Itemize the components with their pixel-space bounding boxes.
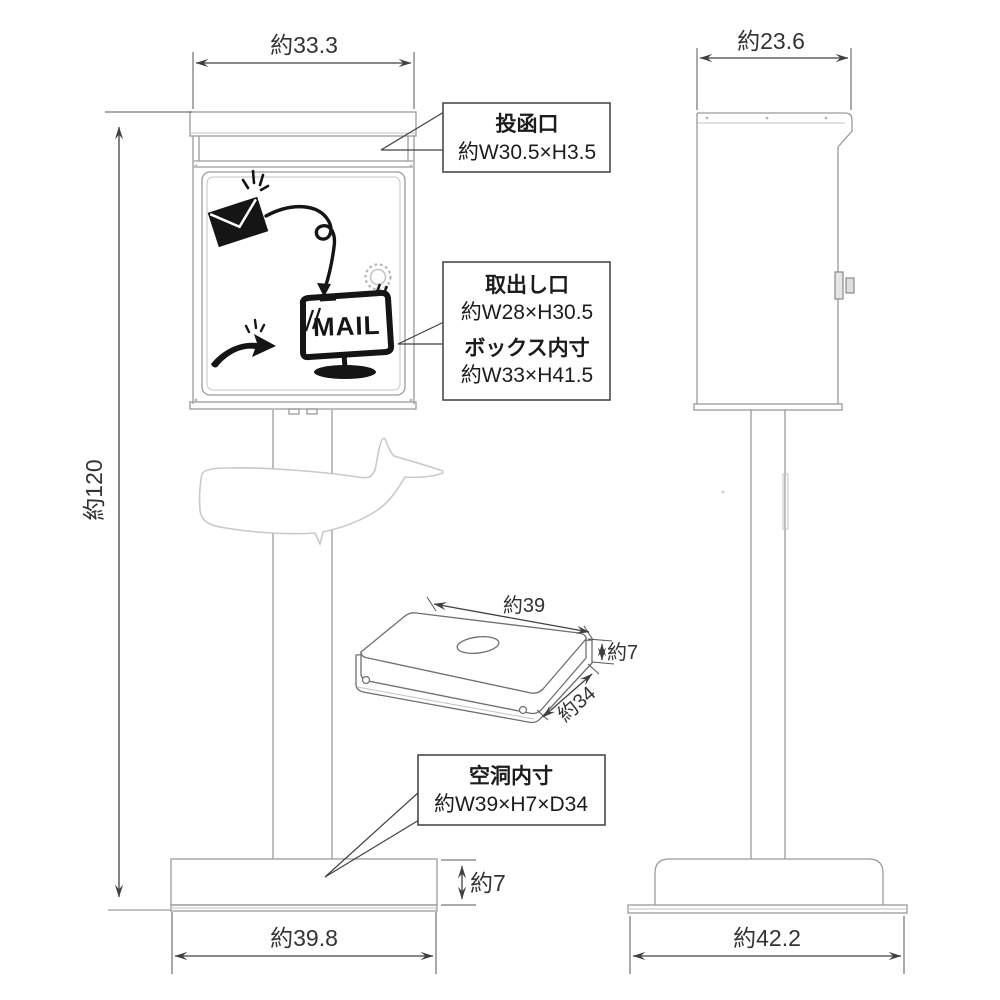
dim-plate-width-label: 約39 <box>503 594 545 617</box>
side-view: 約23.6 約42.2 <box>627 28 908 974</box>
callout-slot-size: 約W30.5×H3.5 <box>458 141 596 164</box>
side-base <box>627 858 908 914</box>
dim-front-height: 約120 <box>81 111 192 898</box>
base-plate-3d <box>355 612 593 724</box>
swoosh-arrow-icon <box>211 318 276 368</box>
whale-icon <box>198 437 444 547</box>
callout-box-inner-size: 約W33×H41.5 <box>461 364 593 387</box>
dial-icon <box>364 263 392 291</box>
side-mailbox <box>693 112 855 411</box>
callout-cavity: 空洞内寸 約W39×H7×D34 <box>324 754 606 878</box>
dim-front-base-width: 約39.8 <box>171 912 437 974</box>
base-plate-3d-view: 約39 約7 約34 <box>355 594 638 727</box>
callout-slot-title: 投函口 <box>496 112 559 136</box>
dim-side-width-label: 約23.6 <box>737 28 805 54</box>
callout-slot: 投函口 約W30.5×H3.5 <box>380 102 611 173</box>
dim-side-width: 約23.6 <box>696 28 852 110</box>
door-illustration: MAIL <box>207 169 395 379</box>
dim-front-width: 約33.3 <box>192 32 415 109</box>
sparkle-icon <box>241 169 270 192</box>
dim-plate-height: 約7 <box>587 638 638 665</box>
callout-takeout-size: 約W28×H30.5 <box>461 301 593 324</box>
mail-sign-label: MAIL <box>312 310 381 342</box>
front-view: MAIL 約3 <box>81 32 506 974</box>
front-base <box>108 858 438 912</box>
side-knob-icon <box>834 271 855 300</box>
envelope-icon <box>207 196 269 248</box>
front-mailbox <box>189 111 417 410</box>
dim-front-base-width-label: 約39.8 <box>270 925 338 951</box>
dim-base-height-label: 約7 <box>470 870 506 896</box>
callout-takeout-title: 取出し口 <box>485 274 569 297</box>
dim-side-base-width-label: 約42.2 <box>733 925 801 951</box>
dim-plate-height-label: 約7 <box>607 641 638 664</box>
dim-base-height: 約7 <box>441 859 506 906</box>
side-post <box>721 410 789 859</box>
callout-cavity-size: 約W39×H7×D34 <box>434 793 588 816</box>
dim-front-width-label: 約33.3 <box>270 32 338 58</box>
dim-side-base-width: 約42.2 <box>629 916 905 974</box>
dim-front-height-label: 約120 <box>81 459 107 520</box>
callout-takeout-box: 取出し口 約W28×H30.5 ボックス内寸 約W33×H41.5 <box>397 261 611 401</box>
mail-sign-icon: MAIL <box>299 283 395 379</box>
curved-arrow-icon <box>264 204 337 297</box>
dim-plate-width: 約39 <box>426 594 594 641</box>
callout-cavity-title: 空洞内寸 <box>469 764 553 788</box>
callout-box-inner-title: ボックス内寸 <box>464 336 589 360</box>
